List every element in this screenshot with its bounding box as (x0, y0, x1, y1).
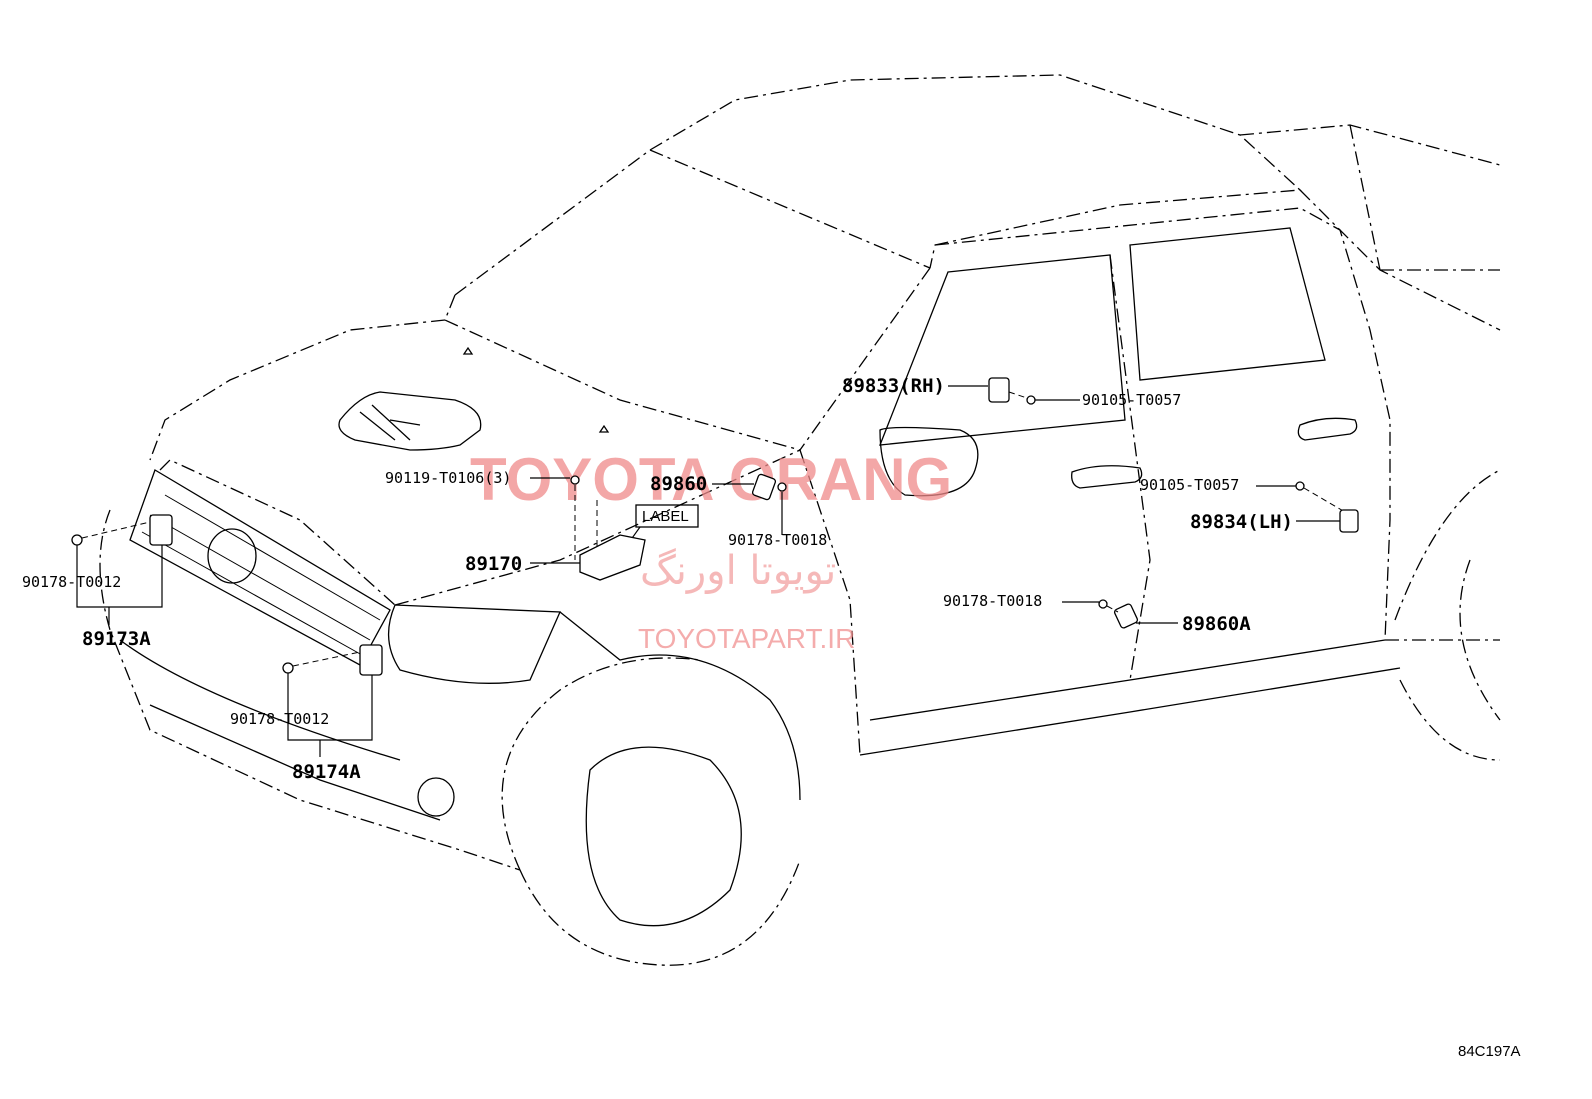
sensor-89860a-icon (1113, 603, 1139, 629)
watermark-persian: تویوتا اورنگ (640, 548, 836, 594)
part-label-90178-t0012-right[interactable]: 90178-T0012 (230, 710, 329, 728)
part-label-89860[interactable]: 89860 (650, 473, 707, 495)
sensor-89860-icon (751, 473, 777, 501)
part-label-90119[interactable]: 90119-T0106(3) (385, 469, 511, 487)
bolt-90105-lower-icon (1295, 481, 1305, 491)
part-label-label[interactable]: LABEL (642, 508, 689, 525)
part-label-90105-lower[interactable]: 90105-T0057 (1140, 476, 1239, 494)
part-label-90178-t0018-lower[interactable]: 90178-T0018 (943, 592, 1042, 610)
nut-90178-t0012-left-icon (71, 534, 83, 546)
bolt-90119-icon (570, 475, 580, 485)
watermark: TOYOTA ORANG تویوتا اورنگ TOYOTAPART.IR (470, 446, 952, 654)
part-label-89860a[interactable]: 89860A (1182, 613, 1251, 635)
watermark-url: TOYOTAPART.IR (638, 623, 855, 654)
label-box (635, 504, 699, 528)
sensor-89834-icon (1339, 509, 1359, 533)
diagram-code: 84C197A (1458, 1043, 1521, 1060)
sensor-89173a-icon (149, 514, 173, 546)
part-label-90178-t0012-left[interactable]: 90178-T0012 (22, 573, 121, 591)
watermark-brand: TOYOTA ORANG (470, 446, 952, 513)
nut-90178-t0018-upper-icon (777, 482, 787, 492)
bolt-90105-icon (1026, 395, 1036, 405)
part-label-90105-upper[interactable]: 90105-T0057 (1082, 391, 1181, 409)
part-label-89173a[interactable]: 89173A (82, 628, 151, 650)
part-label-89833[interactable]: 89833(RH) (842, 375, 945, 397)
part-label-89834[interactable]: 89834(LH) (1190, 511, 1293, 533)
vehicle-outline (99, 74, 1501, 966)
nut-90178-t0018-lower-icon (1098, 599, 1108, 609)
part-label-90178-t0018-upper[interactable]: 90178-T0018 (728, 531, 827, 549)
sensor-89174a-icon (359, 644, 383, 676)
nut-90178-t0012-right-icon (282, 662, 294, 674)
callouts: 89833(RH) 90105-T0057 90105-T0057 89834(… (22, 375, 1359, 783)
part-label-89174a[interactable]: 89174A (292, 761, 361, 783)
airbag-ecu-89170-icon (579, 534, 646, 581)
part-label-89170[interactable]: 89170 (465, 553, 522, 575)
sensor-89833-icon (988, 377, 1010, 403)
